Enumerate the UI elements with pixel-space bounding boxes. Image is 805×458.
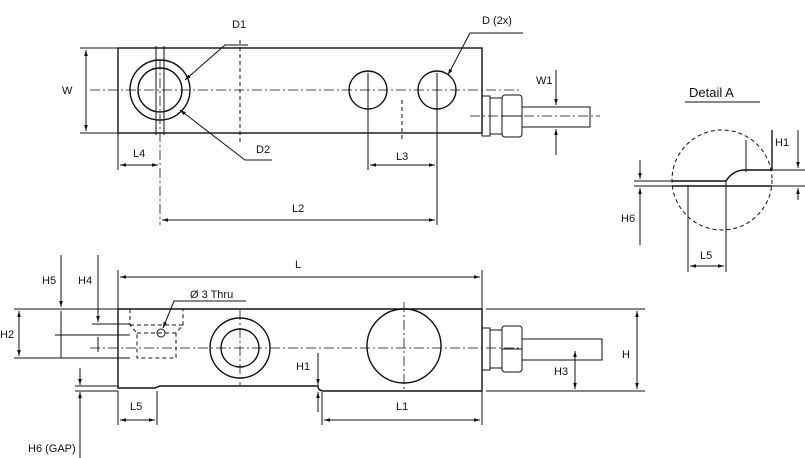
label-h1: H1 [296,361,310,373]
label-thru-hole: Ø 3 Thru [190,289,233,301]
detail-label-h6: H6 [621,213,635,225]
detail-label-l5: L5 [700,250,712,262]
label-d1: D1 [232,19,246,31]
label-l5: L5 [130,401,142,413]
cable-gland-side [481,325,603,373]
label-h2: H2 [0,329,14,341]
label-l4: L4 [133,148,145,160]
beam-outline-side [117,308,483,392]
label-l1: L1 [396,401,408,413]
label-l3: L3 [396,151,408,163]
detail-label-h1: H1 [775,137,789,149]
label-l: L [295,259,301,271]
label-d2: D2 [256,144,270,156]
cable-gland-top [470,94,600,138]
label-h3: H3 [554,366,568,378]
label-l2: L2 [292,203,304,215]
beam-outline-top [117,47,483,134]
label-h5: H5 [42,275,56,287]
detail-a: Detail A H1 H6 L5 [621,85,805,272]
label-w: W [62,85,73,97]
detail-circle [671,129,773,231]
label-h6-gap: H6 (GAP) [28,443,76,455]
label-h4: H4 [78,275,92,287]
side-view: Ø 3 Thru L H2 H5 H4 H6 (GAP) H1 [0,255,645,458]
top-view: W L4 L3 L2 W1 D1 D2 D (2x) [62,15,600,225]
label-h: H [622,349,630,361]
label-w1: W1 [536,75,553,87]
label-d-2x: D (2x) [482,15,512,27]
detail-title: Detail A [689,85,734,100]
